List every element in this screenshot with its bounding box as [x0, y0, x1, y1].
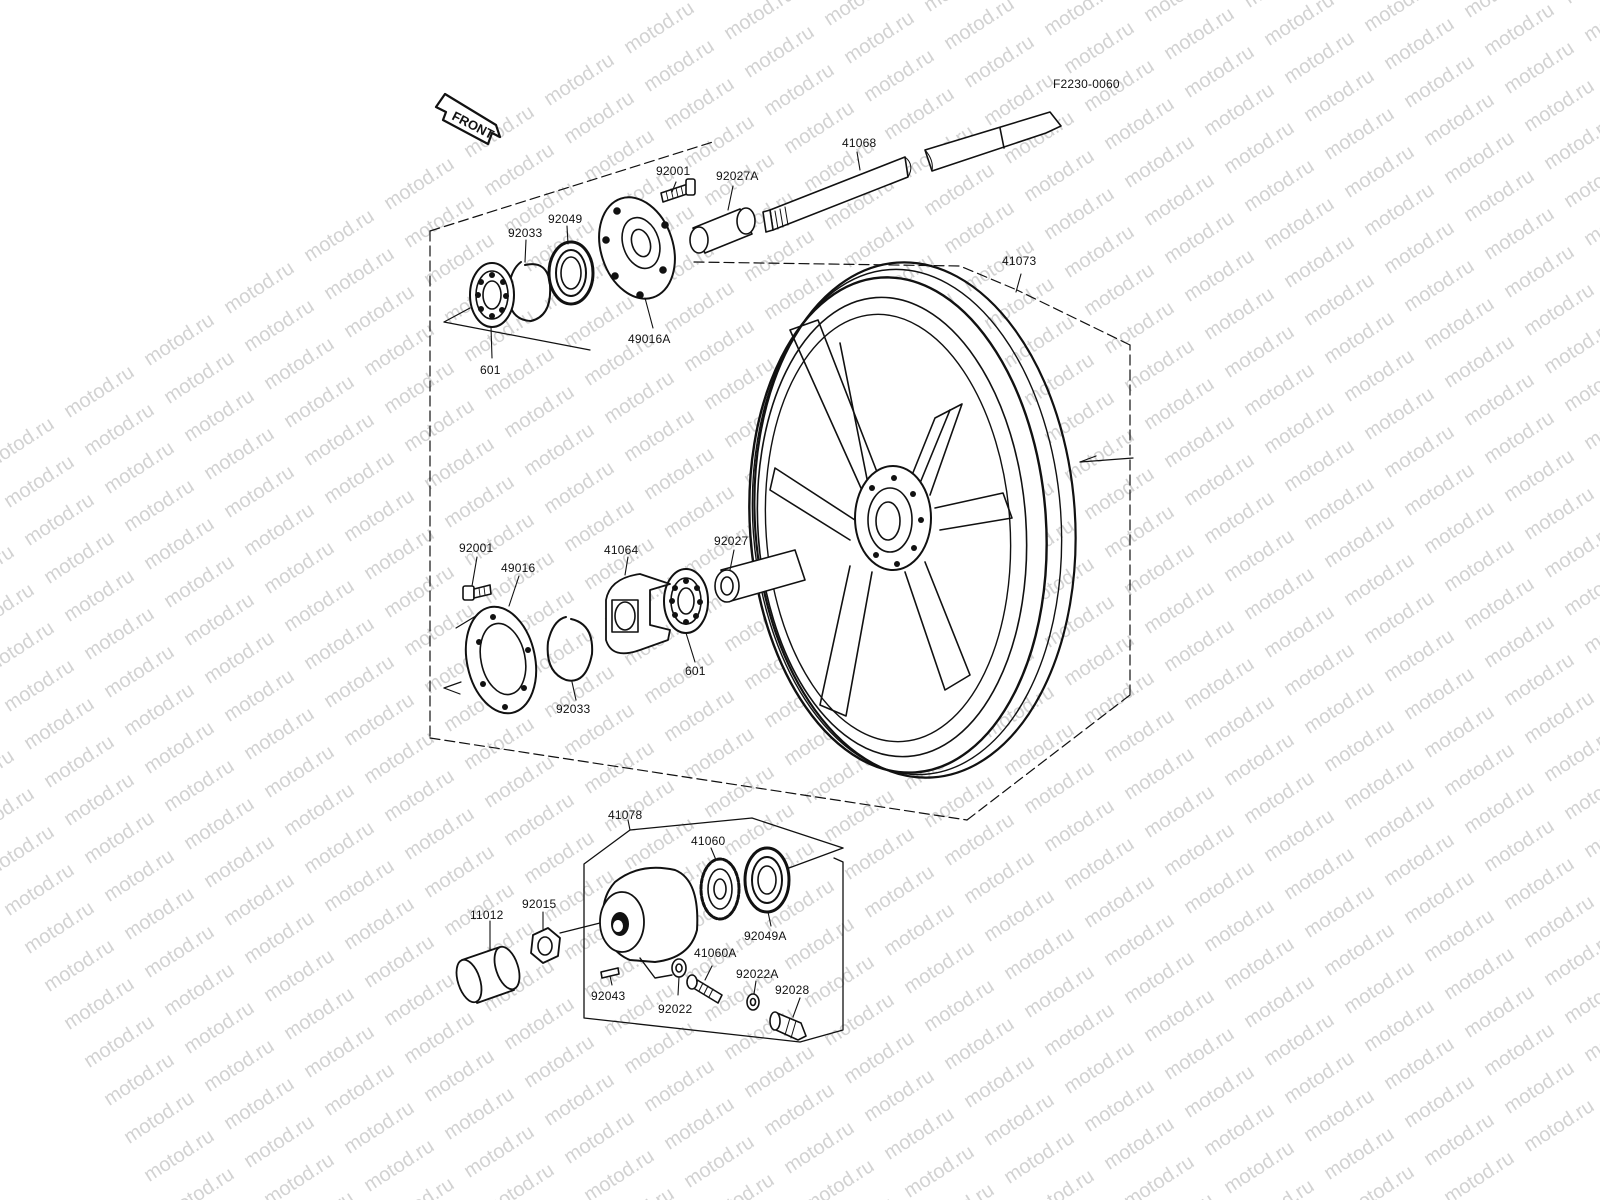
part-label-92015: 92015 — [522, 897, 557, 911]
spacer-92027-part — [714, 549, 806, 603]
spacer-92027a-part — [689, 207, 756, 254]
part-label-41060a: 41060A — [694, 946, 737, 960]
circlip-92033-mid-part — [546, 616, 594, 682]
axle-part — [762, 111, 1062, 233]
cast-wheel-part — [748, 261, 1077, 779]
washer-92022a-part — [746, 993, 760, 1011]
cap-11012-part — [455, 945, 521, 1004]
bolt-92001-top-part — [660, 178, 696, 203]
bearing-601-top-part — [469, 262, 515, 328]
part-label-49016: 49016 — [501, 561, 536, 575]
nut-92015-part — [530, 927, 561, 964]
part-label-92022a: 92022A — [736, 967, 779, 981]
flange-plate-49016a-part — [598, 196, 676, 300]
drive-plate-41064-part — [605, 573, 671, 655]
part-label-601-top: 601 — [480, 363, 501, 377]
front-arrow-icon: FRONT — [434, 92, 502, 146]
pin-92043-part — [600, 967, 620, 979]
leader-lines — [471, 151, 1022, 1018]
pinion-41060a-part — [686, 974, 723, 1004]
seal-92049a-part — [743, 846, 791, 914]
seal-92049-part — [547, 240, 595, 306]
flange-plate-49016-part — [464, 605, 538, 715]
bushing-92028-part — [769, 1011, 807, 1041]
part-label-92028: 92028 — [775, 983, 810, 997]
part-label-92033-mid: 92033 — [556, 702, 591, 716]
wheel-group-outline — [429, 140, 1131, 821]
part-label-41064: 41064 — [604, 543, 639, 557]
part-label-41068: 41068 — [842, 136, 877, 150]
part-label-92001-top: 92001 — [656, 164, 691, 178]
part-label-92001-mid: 92001 — [459, 541, 494, 555]
part-label-92027: 92027 — [714, 534, 749, 548]
part-label-92022: 92022 — [658, 1002, 693, 1016]
part-label-92049a: 92049A — [744, 929, 787, 943]
part-label-92027a: 92027A — [716, 169, 759, 183]
part-label-92043: 92043 — [591, 989, 626, 1003]
part-label-92033-top: 92033 — [508, 226, 543, 240]
gearbox-housing-41078-part — [599, 866, 699, 979]
part-label-41060: 41060 — [691, 834, 726, 848]
bolt-92001-mid-part — [462, 584, 492, 601]
part-label-49016a: 49016A — [628, 332, 671, 346]
diagram-code: F2230-0060 — [1053, 77, 1120, 91]
bearing-601-mid-part — [663, 568, 709, 634]
part-label-601-mid: 601 — [685, 664, 706, 678]
bearing-set-pointer — [443, 307, 1134, 695]
part-label-41073: 41073 — [1002, 254, 1037, 268]
part-label-92049: 92049 — [548, 212, 583, 226]
part-label-11012: 11012 — [470, 908, 504, 922]
gear-41060-part — [699, 857, 741, 921]
washer-92022-part — [671, 958, 687, 978]
part-label-41078: 41078 — [608, 808, 643, 822]
